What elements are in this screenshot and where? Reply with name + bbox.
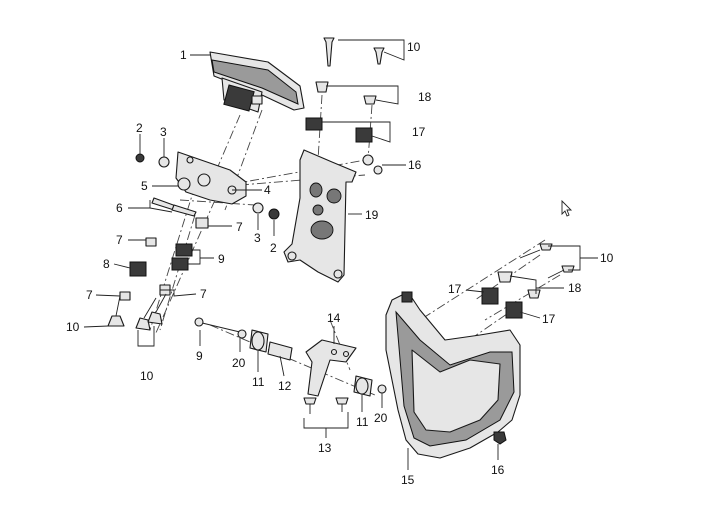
callout-1: 1 <box>180 48 187 62</box>
callout-15: 15 <box>401 473 415 487</box>
pivot-hardware <box>194 317 387 397</box>
callout-3-mid: 3 <box>254 231 261 245</box>
mount-bracket <box>283 149 357 283</box>
callout-10-top: 10 <box>407 40 421 54</box>
callout-12: 12 <box>278 379 292 393</box>
callout-9-lower: 9 <box>196 349 203 363</box>
headlight-assembly <box>385 291 521 459</box>
callout-2-mid: 2 <box>270 241 277 255</box>
callout-18-right: 18 <box>568 281 582 295</box>
callout-9-right: 9 <box>218 252 225 266</box>
callout-2-left: 2 <box>136 121 143 135</box>
callout-7-mid: 7 <box>236 220 243 234</box>
instrument-cluster <box>209 51 305 113</box>
callout-5: 5 <box>141 179 148 193</box>
callout-14: 14 <box>327 311 341 325</box>
callout-19: 19 <box>365 208 379 222</box>
callout-7-lower-right: 7 <box>200 287 207 301</box>
callout-20-left: 20 <box>232 356 246 370</box>
callout-16-bottom: 16 <box>491 463 505 477</box>
mouse-pointer-icon <box>561 199 573 217</box>
callout-10-lower: 10 <box>140 369 154 383</box>
callout-3-left: 3 <box>160 125 167 139</box>
callout-7-left: 7 <box>116 233 123 247</box>
callout-16-top: 16 <box>408 158 422 172</box>
callout-13: 13 <box>318 441 332 455</box>
callout-11-right: 11 <box>356 415 369 429</box>
leader-lines <box>83 39 598 470</box>
callout-17-right-upper: 17 <box>448 282 462 296</box>
callout-8: 8 <box>103 257 110 271</box>
callout-4: 4 <box>264 183 271 197</box>
callout-18-top: 18 <box>418 90 432 104</box>
callout-10-left: 10 <box>66 320 80 334</box>
clamp-plate <box>305 339 357 397</box>
bracket-plate <box>175 151 247 205</box>
callout-17-right-lower: 17 <box>542 312 556 326</box>
callout-20-right: 20 <box>374 411 388 425</box>
callout-11-left: 11 <box>252 375 265 389</box>
callout-6: 6 <box>116 201 123 215</box>
fasteners <box>107 37 575 445</box>
callout-17-top: 17 <box>412 125 426 139</box>
callout-10-right: 10 <box>600 251 614 265</box>
callout-7-lower: 7 <box>86 288 93 302</box>
callout-labels: 1 10 18 17 16 19 2 3 5 4 6 7 3 2 7 8 9 7… <box>66 40 614 487</box>
